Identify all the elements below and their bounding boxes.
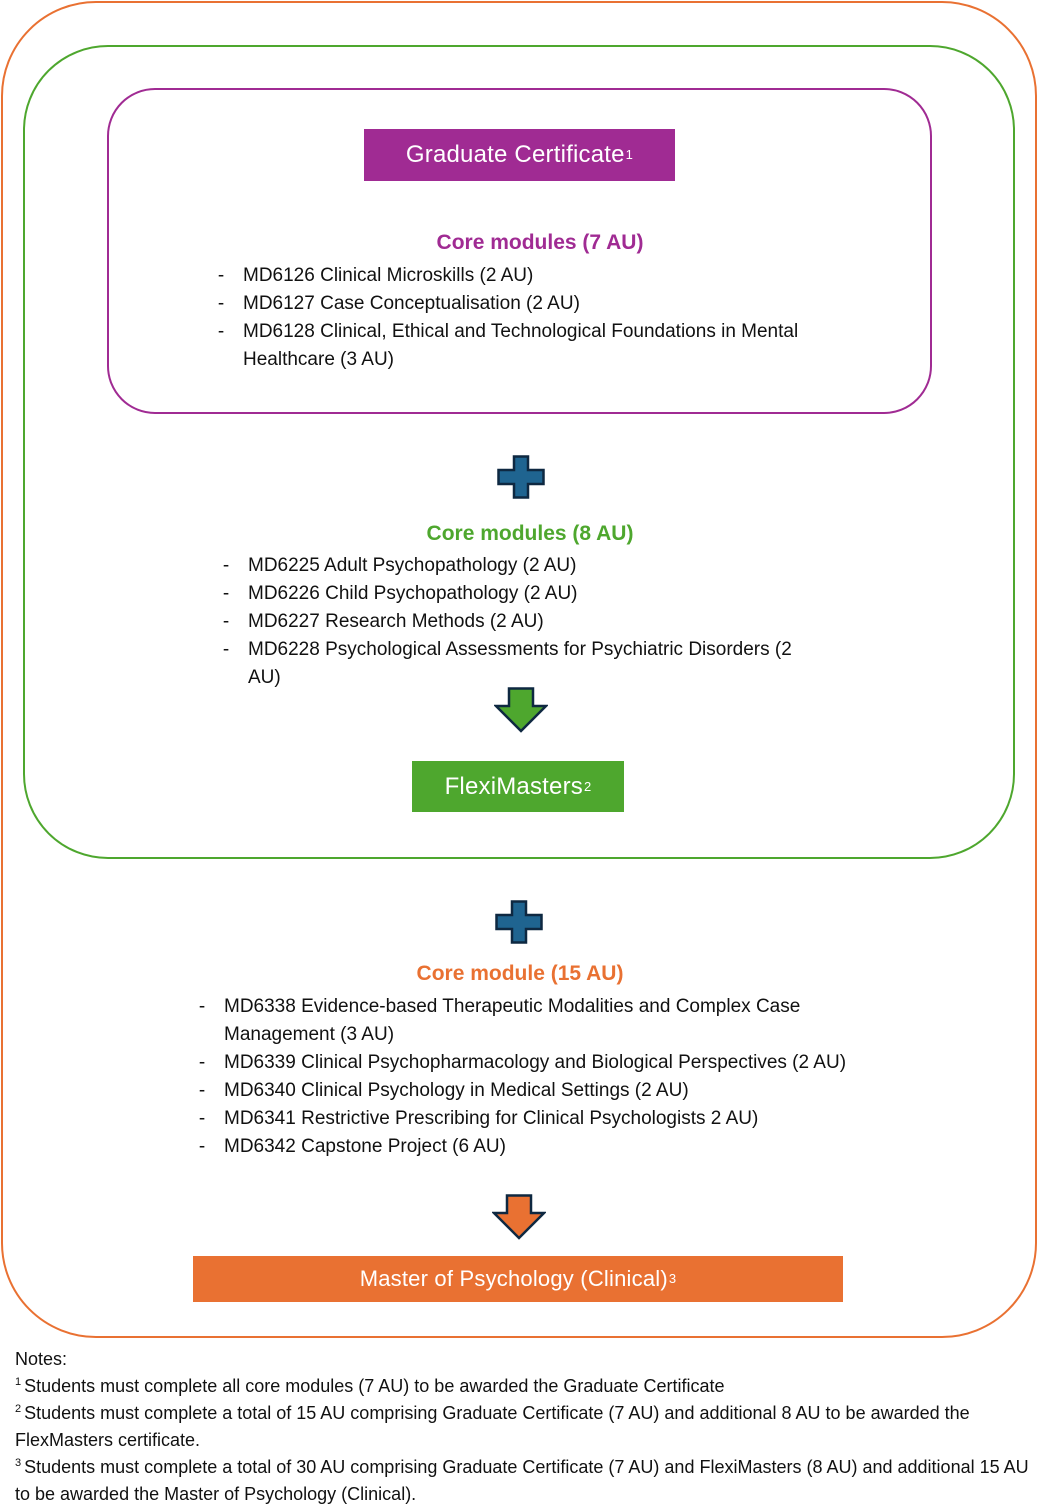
bullet-dash: - bbox=[222, 555, 230, 576]
module-text: MD6126 Clinical Microskills (2 AU) bbox=[243, 265, 534, 286]
module-text: MD6226 Child Psychopathology (2 AU) bbox=[248, 583, 578, 604]
bullet-dash: - bbox=[217, 321, 225, 342]
graduate-certificate-title-text: Graduate Certificate bbox=[405, 141, 625, 168]
module-text: MD6340 Clinical Psychology in Medical Se… bbox=[224, 1080, 689, 1101]
masters-module-list: -MD6338 Evidence-based Therapeutic Modal… bbox=[196, 993, 876, 1161]
plus-icon bbox=[497, 455, 545, 499]
bullet-dash: - bbox=[217, 293, 225, 314]
masters-title-text: Master of Psychology (Clinical) bbox=[359, 1266, 668, 1291]
arrow-down-icon bbox=[494, 687, 548, 733]
module-text: MD6341 Restrictive Prescribing for Clini… bbox=[224, 1108, 759, 1129]
graduate-certificate-frame bbox=[107, 88, 932, 414]
masters-frame bbox=[1, 1, 1037, 1338]
bullet-dash: - bbox=[198, 1080, 206, 1101]
module-item: -MD6339 Clinical Psychopharmacology and … bbox=[196, 1049, 876, 1077]
module-item: -MD6342 Capstone Project (6 AU) bbox=[196, 1133, 876, 1161]
bullet-dash: - bbox=[198, 1136, 206, 1157]
note-text: Students must complete a total of 15 AU … bbox=[15, 1403, 970, 1450]
module-item: -MD6227 Research Methods (2 AU) bbox=[220, 608, 800, 636]
module-item: -MD6128 Clinical, Ethical and Technologi… bbox=[215, 318, 855, 374]
masters-title: Master of Psychology (Clinical)3 bbox=[193, 1256, 843, 1302]
module-text: MD6338 Evidence-based Therapeutic Modali… bbox=[224, 996, 801, 1045]
plus-icon bbox=[495, 900, 543, 944]
fleximasters-heading: Core modules (8 AU) bbox=[426, 522, 634, 545]
bullet-dash: - bbox=[198, 996, 206, 1017]
module-item: -MD6127 Case Conceptualisation (2 AU) bbox=[215, 290, 855, 318]
notes-label: Notes: bbox=[15, 1349, 68, 1369]
masters-heading: Core module (15 AU) bbox=[416, 962, 624, 985]
fleximasters-title-text: FlexiMasters bbox=[444, 772, 583, 800]
module-item: -MD6126 Clinical Microskills (2 AU) bbox=[215, 262, 855, 290]
bullet-dash: - bbox=[198, 1052, 206, 1073]
module-item: -MD6225 Adult Psychopathology (2 AU) bbox=[220, 552, 800, 580]
module-item: -MD6338 Evidence-based Therapeutic Modal… bbox=[196, 993, 876, 1049]
module-text: MD6128 Clinical, Ethical and Technologic… bbox=[243, 321, 799, 370]
module-item: -MD6228 Psychological Assessments for Ps… bbox=[220, 636, 800, 692]
bullet-dash: - bbox=[222, 583, 230, 604]
module-text: MD6342 Capstone Project (6 AU) bbox=[224, 1136, 506, 1157]
module-text: MD6225 Adult Psychopathology (2 AU) bbox=[248, 555, 577, 576]
module-text: MD6339 Clinical Psychopharmacology and B… bbox=[224, 1052, 847, 1073]
bullet-dash: - bbox=[198, 1108, 206, 1129]
note-ref: 3 bbox=[15, 1457, 22, 1469]
arrow-down-icon bbox=[492, 1194, 546, 1240]
fleximasters-module-list: -MD6225 Adult Psychopathology (2 AU) -MD… bbox=[220, 552, 800, 692]
module-text: MD6227 Research Methods (2 AU) bbox=[248, 611, 544, 632]
note-ref: 1 bbox=[15, 1376, 22, 1388]
module-item: -MD6340 Clinical Psychology in Medical S… bbox=[196, 1077, 876, 1105]
note-text: Students must complete a total of 30 AU … bbox=[15, 1457, 1029, 1504]
note-ref: 2 bbox=[15, 1403, 22, 1415]
bullet-dash: - bbox=[217, 265, 225, 286]
module-item: -MD6226 Child Psychopathology (2 AU) bbox=[220, 580, 800, 608]
graduate-certificate-module-list: -MD6126 Clinical Microskills (2 AU) -MD6… bbox=[215, 262, 855, 374]
fleximasters-frame bbox=[23, 45, 1015, 859]
bullet-dash: - bbox=[222, 611, 230, 632]
module-text: MD6228 Psychological Assessments for Psy… bbox=[248, 639, 792, 688]
graduate-certificate-heading: Core modules (7 AU) bbox=[436, 231, 644, 254]
bullet-dash: - bbox=[222, 639, 230, 660]
module-text: MD6127 Case Conceptualisation (2 AU) bbox=[243, 293, 580, 314]
note-text: Students must complete all core modules … bbox=[24, 1376, 725, 1396]
module-item: -MD6341 Restrictive Prescribing for Clin… bbox=[196, 1105, 876, 1133]
